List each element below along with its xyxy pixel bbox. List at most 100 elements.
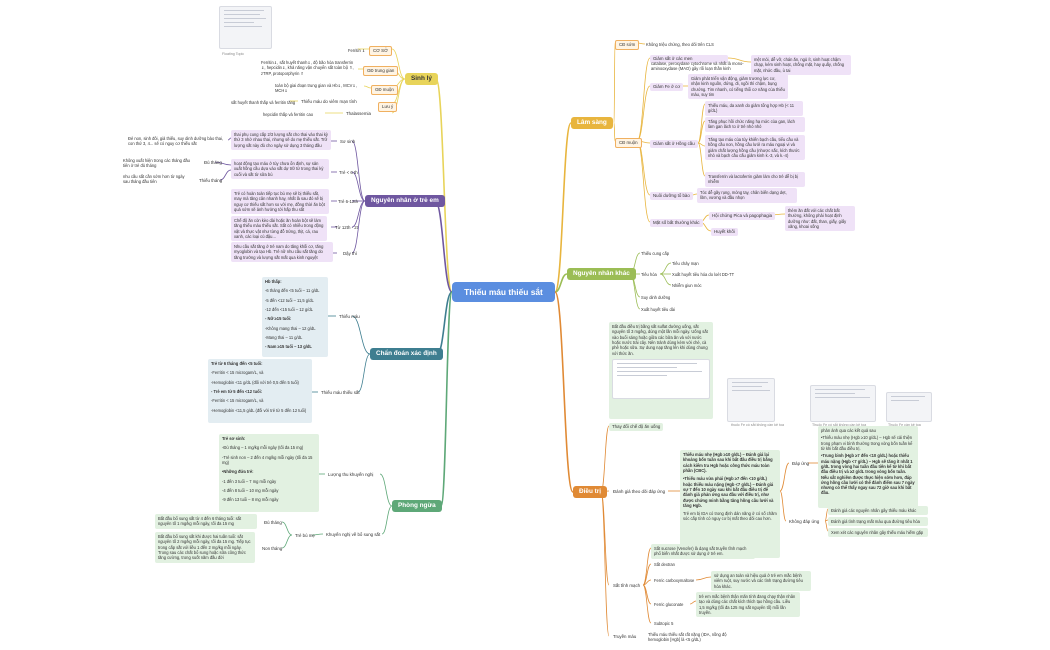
connector-line xyxy=(351,315,371,355)
sinh-ly-ferritin: Ferritin ⇓ xyxy=(348,47,366,53)
dt-che-do[interactable]: Thay đổi chế độ ăn uống xyxy=(609,423,664,431)
sinh-ly-thal-text: hepcidin thấp và ferritin cao xyxy=(263,111,314,117)
branch-nguyen-nhan-tre-em[interactable]: Nguyên nhân ở trẻ em xyxy=(365,195,445,208)
nnk-item[interactable]: Suy dinh dưỡng xyxy=(641,294,671,300)
connector-line xyxy=(554,273,568,293)
dt-dg-text2: •Thiếu máu vừa phải (Hgb ≥7 đến <10 g/dL… xyxy=(683,476,774,508)
cd-tm-line: -Mang thai – 11 g/dL xyxy=(265,334,303,340)
dt-truyen-mau-text: Thiếu máu thiếu sắt rất nặng (IDA, nồng … xyxy=(648,631,727,642)
dt-danh-gia[interactable]: Đánh giá theo dõi đáp ứng xyxy=(613,489,666,494)
pn-lt-line: •Những đứa trẻ: xyxy=(222,469,254,475)
dt-du-text2: •Thiếu máu nhẹ (Hgb ≥10 g/dL) – Hgb sẽ c… xyxy=(821,435,913,451)
floating-topic-thumbnail[interactable] xyxy=(219,6,272,49)
cd-thieu-mau[interactable]: Thiếu máu xyxy=(339,314,360,319)
connector-line xyxy=(613,42,616,124)
dt-dap-ung[interactable]: Đáp ứng xyxy=(792,461,810,466)
dt-thumb[interactable] xyxy=(727,378,775,422)
connector-line xyxy=(642,584,652,624)
branch-dieu-tri[interactable]: Điều trị xyxy=(573,486,608,499)
ls-hc-item: Tăng tạo máu của tủy khiến bạch cầu, tiể… xyxy=(705,135,805,161)
connector-line xyxy=(281,534,293,549)
pn-lt-line: -Trẻ sinh non – 2 đến 4 mg/kg mỗi ngày (… xyxy=(222,454,313,465)
nn-so-sinh[interactable]: Sơ sinh xyxy=(340,139,356,144)
connector-line xyxy=(381,505,393,535)
branch-chan-doan[interactable]: Chẩn đoán xác định xyxy=(370,348,443,361)
ls-co-son[interactable]: CĐ sớm xyxy=(615,40,640,50)
branch-nguyen-nhan-khac[interactable]: Nguyên nhân khác xyxy=(567,268,636,281)
dt-che-do-box: Bắt đầu điều trị bằng sắt sulfat đường u… xyxy=(609,322,713,419)
pn-tre-bu-me[interactable]: Trẻ bú mẹ xyxy=(295,533,315,538)
dt-khong-item: Đánh giá tình trạng mất máu qua đường ti… xyxy=(828,517,928,527)
nn-du-thang[interactable]: Đủ tháng xyxy=(204,160,222,165)
connector-line xyxy=(689,600,697,605)
ls-mat-so[interactable]: Mặt số bất thường khác xyxy=(650,219,703,227)
ls-nuoi-duong[interactable]: Nuôi dưỡng tổ bào xyxy=(650,192,693,200)
pn-luong-thu-box: Trẻ sơ sinh: -Đủ tháng – 1 mg/kg mỗi ngà… xyxy=(219,434,319,512)
pn-du-thang[interactable]: Đủ tháng xyxy=(264,520,282,525)
dt-thumb[interactable] xyxy=(886,392,932,422)
nn-tre-duoi-6[interactable]: Trẻ < 6 th xyxy=(339,170,358,175)
nn-tre-6-12[interactable]: Trẻ 6-12th xyxy=(338,199,359,204)
cd-tmts-title: Trẻ từ 6 tháng đến <5 tuổi: xyxy=(211,361,263,366)
dt-dap-ung-box: phản ánh qua các kết quả sau •Thiếu máu … xyxy=(818,426,918,508)
sinh-ly-co-so[interactable]: CƠ SỞ xyxy=(369,46,392,56)
nnk-item[interactable]: Thiếu cung cấp xyxy=(641,250,669,256)
dt-thumb-caption: Thuốc Fe có sắt không cần kê toa xyxy=(812,423,867,427)
sinh-ly-luu-y[interactable]: Lưu ý xyxy=(378,102,398,112)
connector-line xyxy=(214,161,232,166)
nn-thieu-thang[interactable]: Thiếu tháng xyxy=(199,178,223,183)
cd-tmts[interactable]: Thiếu máu thiếu sắt xyxy=(321,390,360,395)
dt-thumb[interactable] xyxy=(810,385,876,422)
ls-giam-hc[interactable]: Giảm sắt ở Hồng cầu xyxy=(650,140,698,148)
cd-tmts-line: -Hemoglobin <11 g/dL (đối với trẻ 0,5 đế… xyxy=(211,379,299,385)
dt-fcm-text: sử dụng an toàn và hiệu quả ở trẻ em mắc… xyxy=(711,571,811,591)
nn-tu-12[interactable]: Từ 12th - 2t xyxy=(335,225,358,230)
connector-line xyxy=(600,425,610,493)
nnk-tieu-hoa-item[interactable]: Nhiễm giun móc xyxy=(672,282,702,288)
pn-lt-line: -4 đến 8 tuổi – 10 mg mỗi ngày xyxy=(222,487,279,493)
branch-phong-ngua[interactable]: Phòng ngừa xyxy=(392,500,442,513)
dt-stm-item: Sắt sucrose (Venofer) là dạng sắt truyền… xyxy=(651,544,755,559)
pn-luong-thu[interactable]: Lượng thu khuyến nghị xyxy=(328,472,374,477)
central-topic[interactable]: Thiếu máu thiếu sắt xyxy=(452,282,555,302)
connector-line xyxy=(697,142,706,147)
dt-sat-tinh-mach[interactable]: Sắt tĩnh mạch xyxy=(613,583,641,588)
dt-truyen-mau[interactable]: Truyền máu xyxy=(613,634,637,639)
nn-tu-12-text: Chế độ ăn còn kèo dài hoặc ăn hoàn bột s… xyxy=(231,216,327,242)
ls-giam-fe[interactable]: Giảm Fe ở cơ xyxy=(650,83,684,91)
dt-khong-item: Đánh giá các nguyên nhân gây thiếu máu k… xyxy=(828,506,928,516)
cd-tm-line: -Không mang thai – 12 g/dL xyxy=(265,325,316,331)
cd-tm-line: -6 tháng đến <5 tuổi – 11 g/dL xyxy=(265,288,320,294)
ls-hc-pica[interactable]: Hội chứng Pica và pagophagia xyxy=(709,212,776,220)
ls-huyet-khoi[interactable]: Huyết khối xyxy=(711,228,738,236)
branch-sinh-ly[interactable]: Sinh lý xyxy=(405,73,438,86)
nnk-item[interactable]: Xuất huyết tiêu dài xyxy=(641,306,675,312)
branch-lam-sang[interactable]: Lâm sàng xyxy=(571,117,613,130)
connector-line xyxy=(659,262,672,275)
connector-line xyxy=(779,462,790,492)
connector-line xyxy=(642,563,652,586)
dt-khong-dap-ung[interactable]: Không đáp ứng xyxy=(789,519,820,524)
connector-line xyxy=(281,521,293,536)
ls-giam-sat[interactable]: Giảm sắt ở các men xyxy=(650,55,728,63)
sinh-ly-thalassemia[interactable]: Thalassemia xyxy=(346,111,371,116)
sinh-ly-muon[interactable]: GĐ muộn xyxy=(371,85,398,95)
connector-line xyxy=(636,57,651,142)
pn-bo-sung[interactable]: Khuyến nghị về bổ sung sắt xyxy=(326,532,381,537)
sinh-ly-trung-gian[interactable]: GĐ trung gian xyxy=(363,66,399,76)
ls-giam-sat-text: catalase, peroxydase cytochrome và nhất … xyxy=(651,60,744,71)
nnk-tieu-hoa-item[interactable]: Xuất huyết tiêu hóa do loét DD-TT xyxy=(672,271,735,277)
connector-line xyxy=(727,57,752,63)
sinh-ly-viem-man[interactable]: Thiếu máu do viêm mạn tính xyxy=(301,99,357,104)
connector-line xyxy=(824,520,829,532)
dt-che-do-text: Bắt đầu điều trị bằng sắt sulfat đường u… xyxy=(612,324,708,356)
connector-line xyxy=(440,291,453,507)
ls-giam-sat-right: mệt mỏi, dễ vỡ, chán ăn, ngủ ít, sinh ho… xyxy=(751,55,851,75)
nn-day-thi[interactable]: Dậy thì xyxy=(343,251,357,256)
dt-stm-item: Ferric gluconate xyxy=(654,601,684,607)
nnk-item[interactable]: Tiêu hóa xyxy=(641,271,657,277)
nnk-tieu-hoa-item[interactable]: Tiêu chảy mạn xyxy=(672,260,699,266)
ls-muon[interactable]: CĐ muộn xyxy=(615,138,642,148)
dt-thumb-caption: thuốc Fe có sắt không cần kê toa xyxy=(731,423,784,427)
pn-non-thang[interactable]: Non tháng xyxy=(262,546,283,551)
